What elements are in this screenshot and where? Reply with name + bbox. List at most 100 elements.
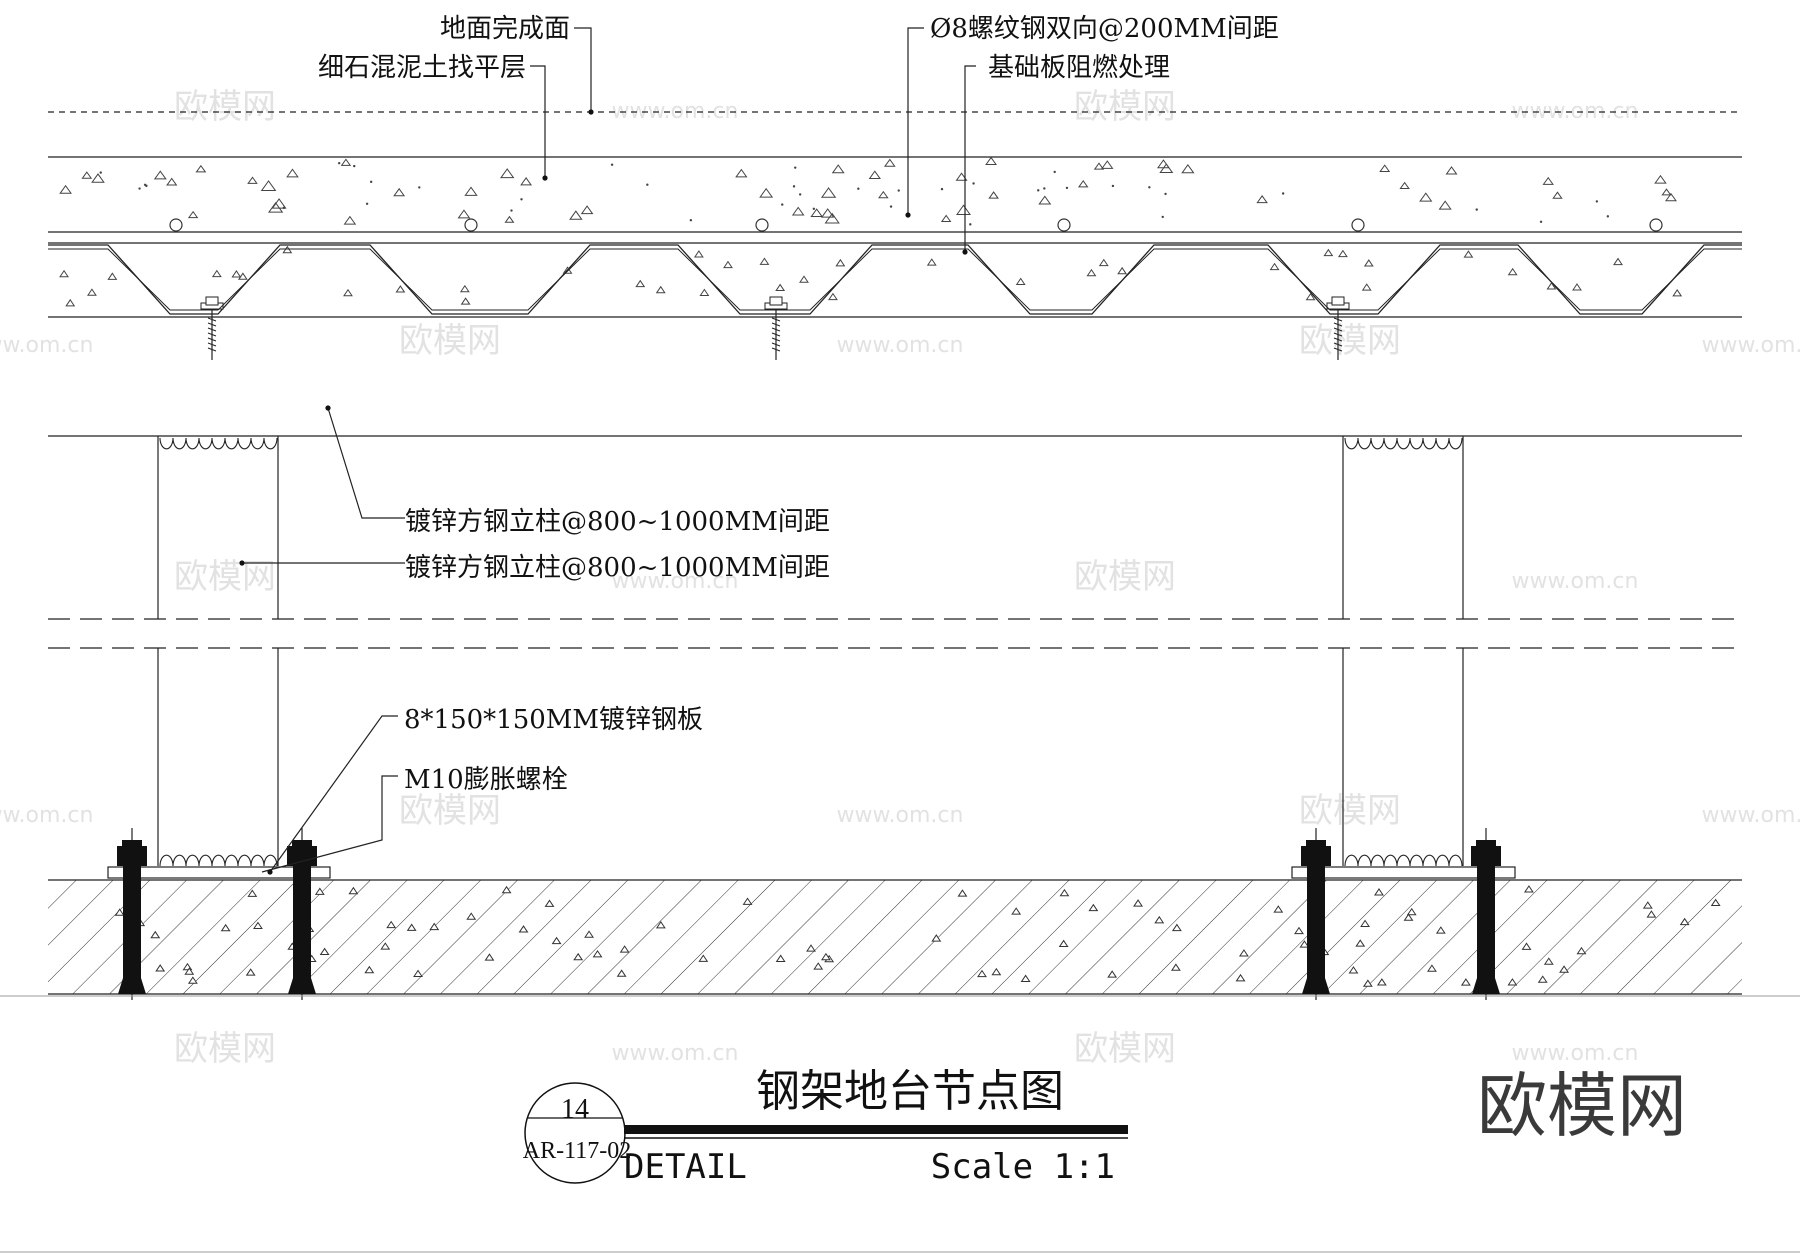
- aggregate-mark: [1379, 164, 1391, 172]
- aggregate-mark: [955, 172, 968, 181]
- aggregate-mark: [1117, 266, 1128, 275]
- aggregate-mark: [429, 922, 440, 931]
- aggregate-mark: [1552, 191, 1563, 199]
- aggregate-mark: [775, 283, 786, 292]
- bolt-end: [122, 840, 142, 846]
- aggregate-mark: [1078, 179, 1089, 188]
- aggregate-mark: [1011, 907, 1022, 915]
- aggregate-mark: [138, 187, 141, 190]
- aggregate-marks: [59, 156, 1683, 307]
- aggregate-mark: [348, 886, 359, 895]
- aggregate-mark: [955, 204, 971, 216]
- aggregate-mark: [282, 245, 293, 254]
- aggregate-mark: [1507, 267, 1518, 276]
- aggregate-mark: [646, 183, 649, 186]
- scale-text: Scale 1:1: [931, 1147, 1115, 1187]
- column-label-2: 镀锌方钢立柱@800~1000MM间距: [405, 553, 830, 583]
- aggregate-mark: [742, 897, 753, 905]
- aggregate-mark: [195, 164, 207, 173]
- bolt-sleeve: [1472, 978, 1500, 994]
- aggregate-mark: [820, 952, 831, 961]
- aggregate-mark: [1101, 160, 1114, 169]
- column-label-1: 镀锌方钢立柱@800~1000MM间距: [405, 507, 830, 537]
- aggregate-mark: [1374, 888, 1384, 896]
- aggregate-mark: [1086, 268, 1097, 277]
- watermark-brand: 欧模网: [174, 557, 276, 597]
- bolt-shank: [1477, 866, 1495, 978]
- screw-thread: [207, 317, 217, 322]
- watermark-brand: 欧模网: [1074, 1029, 1176, 1069]
- aggregate-mark: [1613, 257, 1623, 266]
- foundation-aggregate: [114, 885, 1721, 987]
- concrete-foundation: [48, 828, 1742, 1000]
- aggregate-mark: [393, 187, 406, 197]
- aggregate-mark: [1161, 215, 1164, 219]
- screw-thread: [1333, 332, 1343, 337]
- aggregate-mark: [1156, 159, 1170, 169]
- watermark-brand: 欧模网: [174, 1029, 276, 1069]
- title-block: 14 AR-117-02 钢架地台节点图 DETAIL Scale 1:1: [523, 1066, 1128, 1187]
- bolt-sleeve: [1302, 978, 1330, 994]
- aggregate-mark: [884, 158, 896, 167]
- aggregate-mark: [1710, 898, 1721, 907]
- watermark-brand: 欧模网: [1299, 791, 1401, 831]
- aggregate-mark: [1154, 915, 1165, 924]
- watermark-site: www.om.cn: [1702, 333, 1800, 358]
- aggregate-mark: [735, 168, 748, 178]
- aggregate-mark: [1475, 208, 1478, 211]
- aggregate-mark: [1164, 192, 1167, 196]
- aggregate-mark: [267, 201, 284, 213]
- aggregate-mark: [610, 163, 614, 166]
- aggregate-mark: [1399, 181, 1410, 190]
- aggregate-mark: [1664, 192, 1677, 202]
- aggregate-mark: [1460, 978, 1471, 986]
- anchor-bolts: [117, 828, 1501, 1000]
- aggregate-mark: [991, 967, 1002, 976]
- base-plates: [107, 866, 1516, 879]
- aggregate-mark: [791, 206, 805, 216]
- aggregate-mark: [187, 210, 199, 219]
- watermark-site: www.om.cn: [0, 803, 93, 828]
- aggregate-mark: [460, 297, 471, 305]
- aggregate-mark: [1543, 957, 1554, 965]
- aggregate-mark: [245, 968, 256, 976]
- watermark-site: www.om.cn: [1512, 99, 1639, 124]
- aggregate-mark: [569, 210, 583, 220]
- aggregate-mark: [794, 166, 797, 169]
- aggregate-mark: [466, 912, 477, 920]
- aggregate-mark: [518, 925, 529, 933]
- screw-thread: [207, 347, 217, 352]
- aggregate-mark: [406, 923, 417, 931]
- aggregate-mark: [364, 965, 375, 974]
- aggregate-mark: [759, 187, 774, 198]
- aggregate-mark: [91, 173, 105, 183]
- aggregate-mark: [1661, 188, 1672, 196]
- aggregate-mark: [878, 190, 889, 199]
- watermark-site: www.om.cn: [1512, 1041, 1639, 1066]
- aggregate-mark: [1679, 917, 1690, 926]
- aggregate-mark: [798, 193, 802, 196]
- aggregate-mark: [931, 934, 942, 942]
- aggregate-mark: [573, 952, 584, 961]
- aggregate-mark: [693, 250, 704, 258]
- aggregate-mark: [260, 180, 277, 192]
- aggregate-mark: [282, 206, 286, 210]
- aggregate-mark: [810, 208, 823, 218]
- watermark-brand: 欧模网: [1299, 321, 1401, 361]
- aggregate-mark: [926, 258, 937, 266]
- aggregate-mark: [319, 947, 330, 956]
- watermark-site: www.om.cn: [837, 333, 964, 358]
- floor-finish-label: 地面完成面: [440, 14, 570, 44]
- rebar-label: Ø8螺纹钢双向@200MM间距: [930, 14, 1279, 44]
- aggregate-mark: [1419, 192, 1433, 202]
- aggregate-mark: [107, 272, 118, 280]
- aggregate-mark: [1537, 975, 1548, 983]
- aggregate-mark: [1507, 978, 1518, 986]
- weld-bead: [1344, 437, 1463, 450]
- aggregate-mark: [977, 969, 987, 978]
- watermark-site: www.om.cn: [612, 1041, 739, 1066]
- aggregate-mark: [484, 953, 495, 961]
- title-underline-thick: [624, 1125, 1128, 1134]
